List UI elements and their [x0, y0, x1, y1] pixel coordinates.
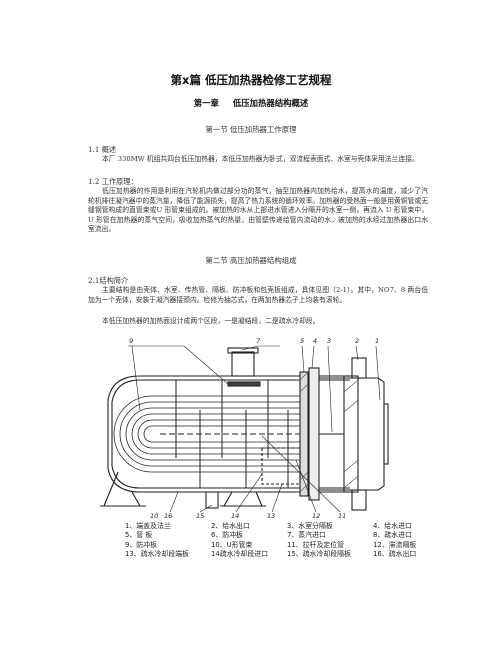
steam-inlet-nozzle	[231, 351, 255, 377]
water-chamber-end	[377, 377, 385, 491]
subsection-2-1: 2.1结构简介	[88, 276, 129, 285]
callout-13: 13	[267, 512, 275, 520]
callout-9: 9	[129, 337, 133, 345]
legend-item: 10、U形管束	[211, 540, 253, 549]
water-chamber-cover	[343, 375, 359, 493]
paragraph-working-principle: 低压加热器的作用是利用在汽轮机内做过部分功的蒸气，抽至加热器内加热给水，提高水的…	[88, 187, 428, 234]
legend-item: 7、蒸汽进口	[287, 531, 326, 540]
callout-4: 4	[313, 337, 317, 345]
legend-row: 1、端盖及法兰 2、给水出口 3、水室分隔板 4、给水进口	[125, 522, 455, 531]
end-cover	[383, 403, 389, 465]
callout-7: 7	[256, 337, 261, 345]
callout-11: 11	[338, 512, 346, 520]
legend-item: 1、端盖及法兰	[125, 522, 171, 530]
footer-mark: - -	[240, 618, 245, 624]
legend-item: 4、给水进口	[373, 522, 412, 530]
feedwater-outlet-nozzle	[351, 357, 367, 379]
section-2-heading: 第二节 高压加热器结构组成	[205, 256, 297, 265]
legend-row: 9、防冲板 10、U形管束 11、拉杆及定位管 12、滞流隔板	[125, 541, 455, 550]
feedwater-inlet-nozzle	[351, 489, 367, 511]
legend-item: 13、疏水冷却段端板	[125, 549, 189, 558]
callout-1: 1	[375, 337, 379, 345]
chapter-number: 第一章	[193, 98, 219, 108]
paragraph-overview: 本厂 330MW 机组共四台低压加热器，本低压加热器为卧式，双流程表面式、水室与…	[102, 155, 419, 163]
callout-14: 14	[231, 512, 239, 520]
legend-item: 8、疏水进口	[373, 531, 412, 540]
support-foot-middle	[223, 491, 263, 507]
paragraph-structure: 主要结构是由壳体、水室、传热管、隔板、防冲板和包壳板组成，具体见图（2-1）。其…	[88, 286, 428, 304]
legend-item: 16、疏水出口	[373, 549, 417, 558]
subsection-1-1: 1.1 概述	[88, 145, 117, 154]
callout-leaders	[128, 345, 381, 513]
legend-row: 5、管 板 6、防冲板 7、蒸汽进口 8、疏水进口	[125, 531, 455, 540]
legend-item: 5、管 板	[125, 531, 153, 540]
legend-item: 9、防冲板	[125, 540, 157, 549]
subsection-1-2: 1.2 工作原理：	[88, 177, 138, 186]
callout-15: 15	[196, 512, 204, 520]
legend-item: 12、滞流隔板	[373, 540, 417, 549]
u-tube-bundle	[113, 395, 300, 473]
diagram-legend: 1、端盖及法兰 2、给水出口 3、水室分隔板 4、给水进口 5、管 板 6、防冲…	[125, 522, 455, 559]
chapter-title: 低压加热器结构概述	[232, 98, 309, 108]
callout-3: 3	[327, 337, 331, 345]
callout-16: 16	[164, 512, 172, 520]
callout-12: 12	[312, 512, 320, 520]
shell-left-head	[107, 375, 141, 493]
legend-item: 11、拉杆及定位管	[287, 540, 345, 549]
section-1-heading: 第一节 低压加热器工作原理	[205, 125, 297, 134]
baffle-plates	[175, 380, 289, 488]
legend-item: 6、防冲板	[211, 531, 243, 540]
legend-item: 3、水室分隔板	[287, 522, 333, 530]
document-title: 第x篇 低压加热器检修工艺规程	[170, 73, 332, 87]
flange	[308, 367, 320, 501]
legend-item: 14疏水冷却段进口	[211, 549, 269, 558]
shell-hatching	[299, 371, 359, 493]
callout-10: 10	[150, 512, 158, 520]
callout-5: 5	[300, 337, 304, 345]
shell-left-head-inner	[111, 379, 141, 489]
legend-item: 15、疏水冷却段隔板	[287, 549, 351, 558]
legend-item: 2、给水出口	[211, 522, 250, 530]
paragraph-heating-zones: 本低压加热器的加热面设计成两个区段，一是凝结段，二是疏水冷却段。	[102, 317, 320, 325]
impingement-plate	[227, 381, 261, 387]
legend-row: 13、疏水冷却段端板 14疏水冷却段进口 15、疏水冷却段隔板 16、疏水出口	[125, 550, 455, 559]
chapter-heading: 第一章 低压加热器结构概述	[0, 97, 502, 109]
drain-outlet-nozzle	[205, 491, 219, 509]
callout-2: 2	[355, 337, 359, 345]
drain-cooling-zone	[261, 447, 301, 485]
